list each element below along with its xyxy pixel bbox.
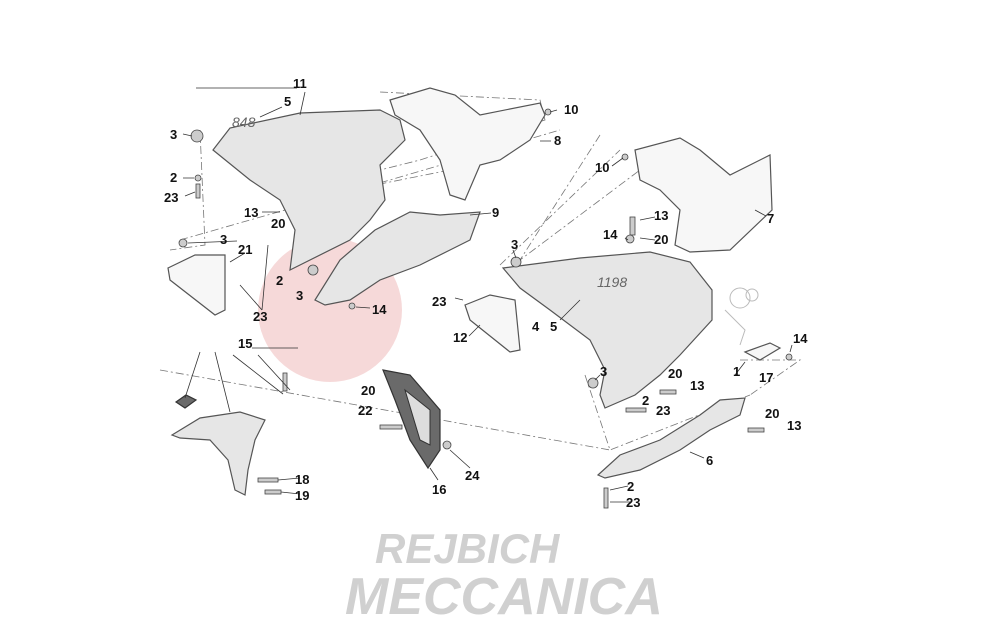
callout-15: 15 <box>238 336 252 351</box>
callout-23: 23 <box>253 309 267 324</box>
callout-3: 3 <box>511 237 518 252</box>
callout-13: 13 <box>244 205 258 220</box>
part-9-duct <box>314 211 481 306</box>
callout-19: 19 <box>295 488 309 503</box>
callout-2: 2 <box>170 170 177 185</box>
part-11-upper-fairing <box>212 109 406 272</box>
part-12-bracket <box>464 294 521 353</box>
watermark: REJBICH MECCANICA <box>345 525 663 626</box>
watermark-line-2: MECCANICA <box>345 568 663 626</box>
callout-23: 23 <box>656 403 670 418</box>
callout-10: 10 <box>595 160 609 175</box>
callout-11: 11 <box>293 76 307 91</box>
leader-lines <box>182 87 793 503</box>
callout-23: 23 <box>626 495 640 510</box>
callout-1: 1 <box>733 364 740 379</box>
callout-9: 9 <box>492 205 499 220</box>
model-mark-848: 848 <box>232 114 256 130</box>
callouts: 11 5 3 2 23 13 20 3 21 2 3 23 10 8 9 10 … <box>164 76 808 510</box>
part-15-clip <box>174 394 198 409</box>
callout-3: 3 <box>600 364 607 379</box>
part-21-bracket <box>167 254 226 316</box>
callout-4: 4 <box>532 319 540 334</box>
part-4-side-fairing <box>501 251 713 409</box>
part-16-guard <box>382 369 441 470</box>
part-8-bracket <box>389 87 546 201</box>
callout-8: 8 <box>554 133 561 148</box>
callout-12: 12 <box>453 330 467 345</box>
callout-20: 20 <box>668 366 682 381</box>
callout-7: 7 <box>767 211 774 226</box>
part-7-panel <box>634 137 773 253</box>
callout-13: 13 <box>787 418 801 433</box>
engine-sketch <box>724 287 759 346</box>
callout-23: 23 <box>432 294 446 309</box>
callout-20: 20 <box>361 383 375 398</box>
callout-23: 23 <box>164 190 178 205</box>
callout-16: 16 <box>432 482 446 497</box>
callout-20: 20 <box>654 232 668 247</box>
callout-24: 24 <box>465 468 480 483</box>
callout-14: 14 <box>603 227 618 242</box>
callout-3: 3 <box>296 288 303 303</box>
callout-14: 14 <box>372 302 387 317</box>
callout-2: 2 <box>627 479 634 494</box>
callout-17: 17 <box>759 370 773 385</box>
callout-3: 3 <box>220 232 227 247</box>
part-16-cutout <box>404 388 431 446</box>
callout-5: 5 <box>284 94 291 109</box>
callout-20: 20 <box>271 216 285 231</box>
callout-20: 20 <box>765 406 779 421</box>
callout-13: 13 <box>690 378 704 393</box>
part-15-front-mudguard <box>170 411 266 496</box>
part-6-belly-pan <box>596 397 746 479</box>
callout-22: 22 <box>358 403 372 418</box>
model-mark-1198: 1198 <box>597 274 627 290</box>
callout-2: 2 <box>642 393 649 408</box>
watermark-line-1: REJBICH <box>375 525 561 572</box>
fasteners <box>178 108 793 509</box>
callout-18: 18 <box>295 472 309 487</box>
callout-2: 2 <box>276 273 283 288</box>
callout-21: 21 <box>238 242 252 257</box>
callout-14: 14 <box>793 331 808 346</box>
callout-5: 5 <box>550 319 557 334</box>
callout-6: 6 <box>706 453 713 468</box>
callout-10: 10 <box>564 102 578 117</box>
callout-13: 13 <box>654 208 668 223</box>
part-1-bracket <box>743 342 782 361</box>
callout-3: 3 <box>170 127 177 142</box>
